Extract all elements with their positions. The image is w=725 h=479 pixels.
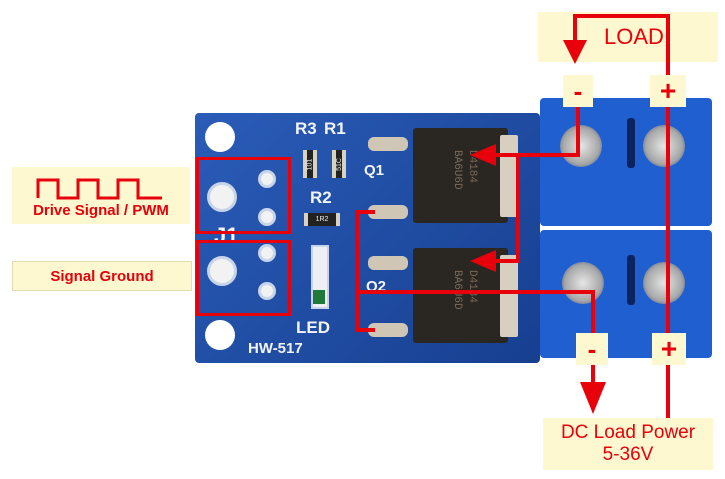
- drain-wire-vertical: [516, 153, 520, 261]
- resistor-r2: 1R2: [304, 213, 340, 226]
- q2-drain-arrow-icon: [470, 250, 520, 272]
- j1-pad-small-1: [258, 170, 276, 188]
- q2-heat-tab: [500, 255, 518, 337]
- power-minus-down-wire: [591, 365, 595, 385]
- load-minus-wire: [576, 107, 580, 155]
- power-minus-box: -: [576, 333, 608, 365]
- led-marker: [313, 290, 325, 304]
- r1-code: 51C: [335, 157, 343, 171]
- screw-load-plus[interactable]: [643, 125, 685, 167]
- power-plus-sign: +: [660, 333, 678, 364]
- resistor-r3: 101: [303, 150, 317, 178]
- resistor-r1: 51C: [332, 150, 346, 178]
- load-plus-box: +: [650, 75, 686, 107]
- load-plus-sign: +: [659, 75, 677, 106]
- source-wire-vertical: [355, 210, 359, 332]
- j1-pad-large-1: [207, 182, 237, 212]
- q1-marking-2: BA6U6D: [451, 150, 463, 190]
- r2-silk: R2: [310, 188, 332, 207]
- signal-ground-label: Signal Ground: [12, 261, 192, 291]
- j1-pad-small-4: [258, 282, 276, 300]
- load-wire-left: [573, 14, 577, 44]
- signal-ground-text: Signal Ground: [50, 267, 154, 285]
- load-minus-sign: -: [573, 75, 583, 106]
- pwm-waveform-icon: [36, 178, 162, 200]
- load-text: LOAD: [604, 24, 664, 49]
- model-silk: HW-517: [248, 340, 303, 357]
- pwm-pin-frame: [196, 157, 291, 234]
- power-minus-sign: -: [587, 333, 597, 364]
- drive-signal-label: Drive Signal / PWM: [12, 167, 190, 224]
- q1-drain-arrow-icon: [470, 144, 520, 166]
- ground-pin-frame: [196, 240, 291, 316]
- source-wire-horizontal: [355, 290, 595, 294]
- r1-silk: R1: [324, 119, 346, 138]
- mount-hole-bottom: [205, 320, 235, 350]
- dc-voltage-text: 5-36V: [602, 444, 654, 465]
- power-arrow-icon: [580, 382, 606, 414]
- load-wire-right: [666, 14, 670, 454]
- r3-code: 101: [306, 158, 314, 170]
- j1-silk: J1: [214, 223, 239, 248]
- power-plus-box: +: [652, 333, 686, 365]
- terminal-block-load: [540, 98, 712, 226]
- load-label: LOAD: [538, 12, 718, 62]
- load-wire-top: [573, 14, 670, 18]
- j1-pad-small-2: [258, 208, 276, 226]
- q2-marking-1: D4184: [466, 270, 478, 304]
- mount-hole-top: [205, 122, 235, 152]
- screw-power-plus[interactable]: [643, 262, 685, 304]
- dc-power-label: DC Load Power 5-36V: [543, 418, 713, 470]
- q2-leg-gate: [368, 256, 408, 270]
- terminal-slot-top: [627, 118, 635, 168]
- drain-wire-horizontal: [518, 153, 580, 157]
- q1-silk: Q1: [364, 162, 385, 179]
- j1-pad-large-2: [207, 256, 237, 286]
- j1-pad-small-3: [258, 244, 276, 262]
- load-arrow-icon: [563, 40, 587, 64]
- r3-silk: R3: [295, 119, 317, 138]
- source-wire-bottom: [355, 328, 375, 332]
- q2-leg-source: [368, 323, 408, 337]
- screw-power-minus[interactable]: [562, 262, 604, 304]
- terminal-slot-bottom: [627, 255, 635, 305]
- load-minus-box: -: [563, 75, 593, 107]
- power-minus-wire: [591, 290, 595, 370]
- screw-load-minus[interactable]: [560, 125, 602, 167]
- drive-signal-text: Drive Signal / PWM: [33, 202, 169, 219]
- led-silk: LED: [296, 318, 330, 337]
- dc-power-text: DC Load Power: [560, 422, 696, 443]
- q1-leg-source: [368, 205, 408, 219]
- q1-leg-gate: [368, 137, 408, 151]
- r2-code: 1R2: [315, 216, 329, 223]
- mosfet-q1: [413, 128, 508, 223]
- source-wire-top: [355, 210, 375, 214]
